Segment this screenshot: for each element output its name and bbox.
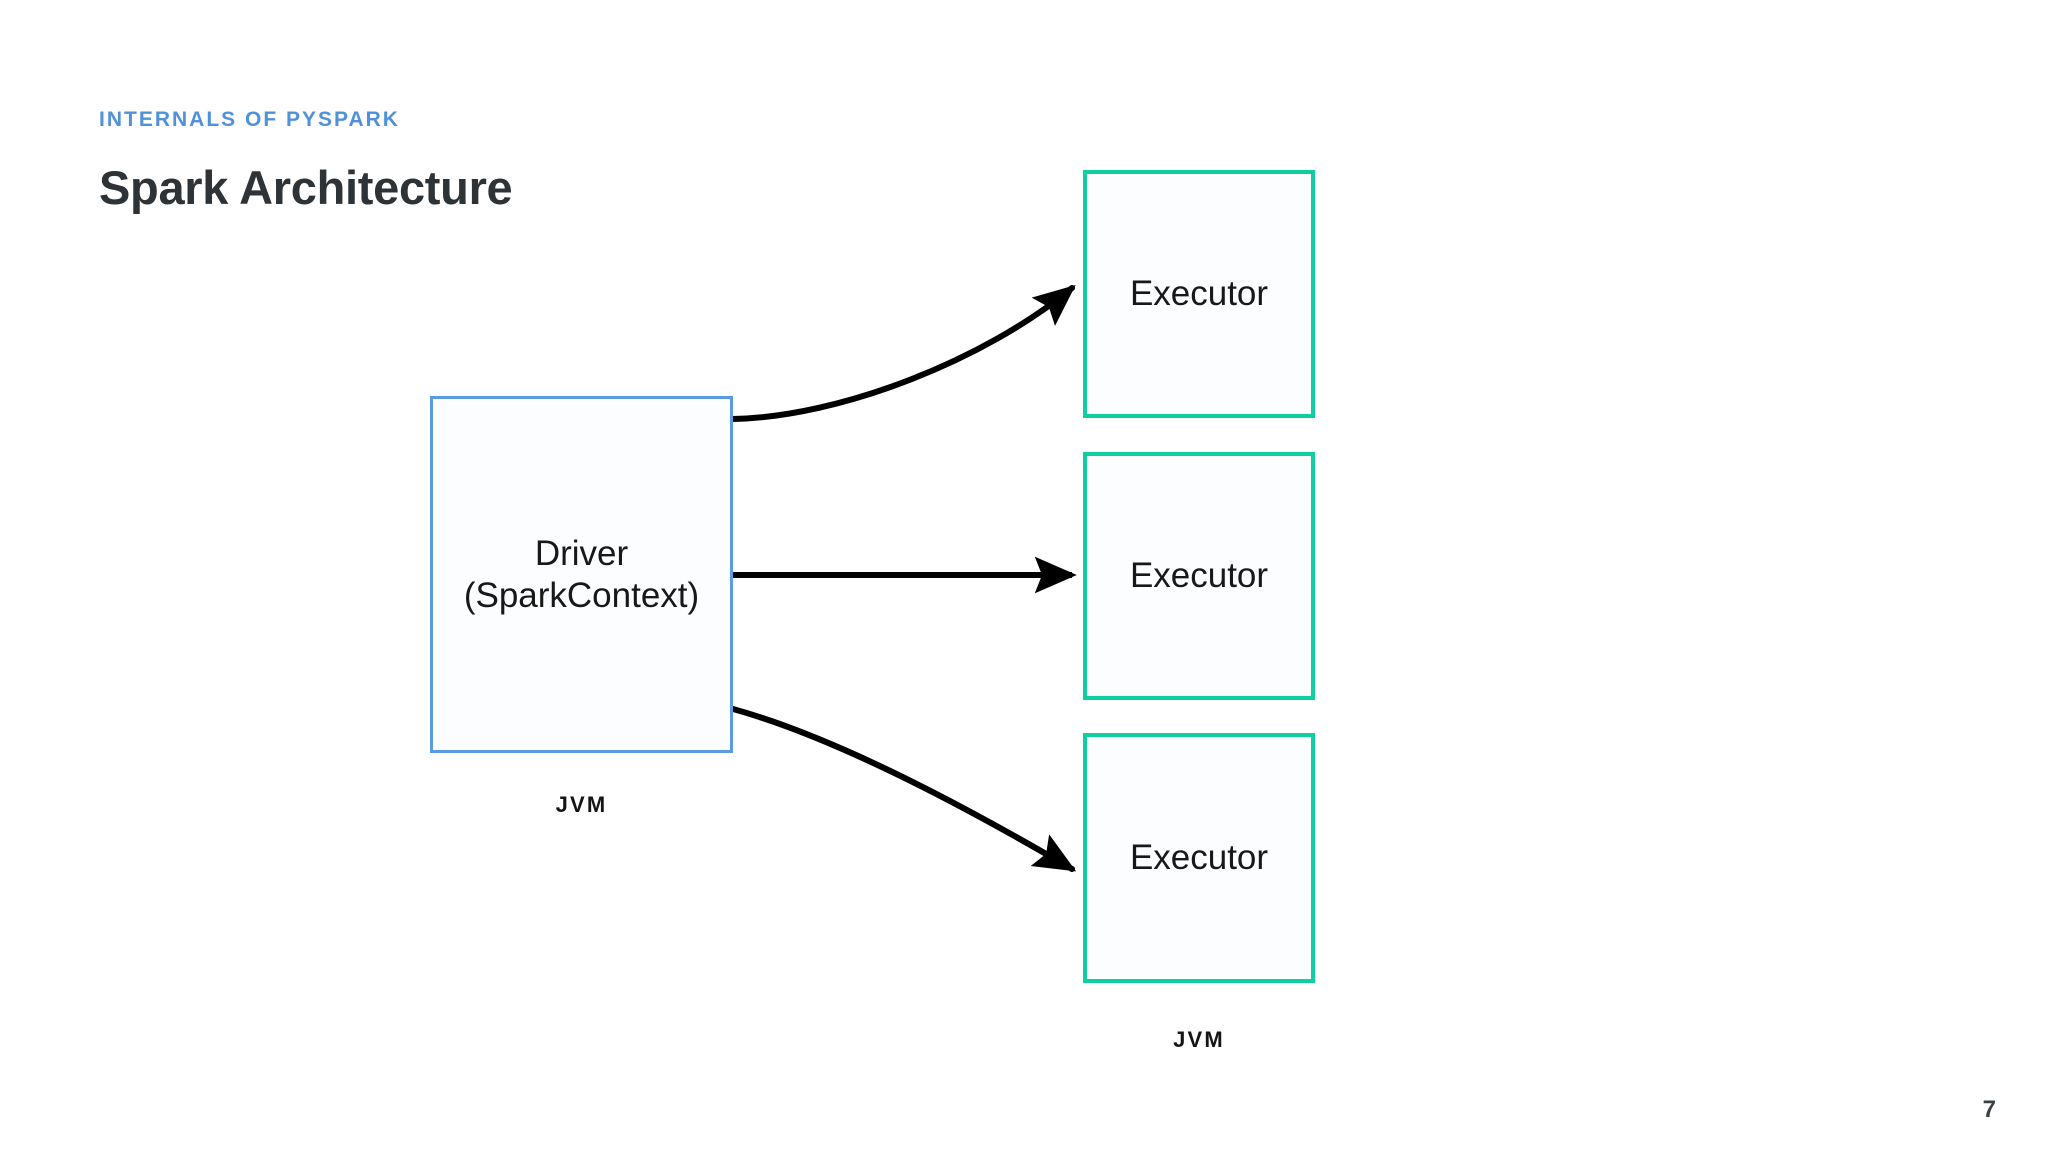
arrow-driver-to-executor-1 [730, 284, 1076, 422]
executor-node-2-label: Executor [1129, 556, 1269, 596]
page-title: Spark Architecture [99, 161, 513, 214]
executor-node-1[interactable]: Executor [1083, 170, 1315, 418]
executor-node-3[interactable]: Executor [1083, 733, 1315, 983]
slide-eyebrow: INTERNALS OF PYSPARK [99, 108, 400, 131]
driver-node[interactable]: Driver (SparkContext) [430, 396, 733, 753]
page-number: 7 [1982, 1096, 1996, 1123]
executor-node-1-label: Executor [1129, 274, 1269, 314]
executor-jvm-label: JVM [1173, 1027, 1225, 1052]
driver-jvm-label: JVM [555, 792, 608, 817]
driver-node-label: Driver (SparkContext) [463, 534, 700, 615]
executor-node-2[interactable]: Executor [1083, 452, 1315, 700]
executor-node-3-label: Executor [1129, 838, 1269, 878]
arrow-driver-to-executor-3 [730, 706, 1077, 872]
